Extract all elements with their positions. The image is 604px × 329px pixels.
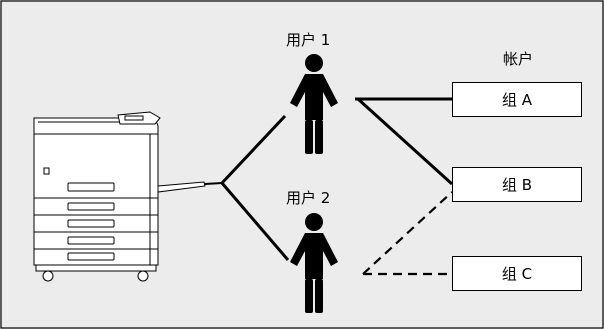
user-2-label: 用户 2: [286, 189, 331, 207]
group-a-box: 组 A: [452, 82, 582, 117]
link-user1-groupB: [356, 97, 454, 186]
user1-links: [355, 97, 454, 186]
user2-links: [362, 191, 453, 276]
person-icon: [290, 54, 338, 154]
printer-links: [204, 114, 290, 261]
link-printer-stub: [204, 182, 223, 185]
user-1-label: 用户 1: [286, 31, 331, 49]
group-b-label: 组 B: [501, 176, 533, 194]
printer-icon: [33, 111, 206, 282]
group-c-box: 组 C: [452, 256, 582, 291]
group-b-box: 组 B: [452, 167, 582, 202]
link-printer-users: [219, 114, 290, 261]
link-user2-groupB: [362, 191, 453, 275]
person-icon: [290, 213, 338, 313]
group-c-label: 组 C: [501, 265, 533, 283]
accounts-heading: 帐户: [503, 50, 534, 68]
group-a-label: 组 A: [501, 91, 533, 109]
